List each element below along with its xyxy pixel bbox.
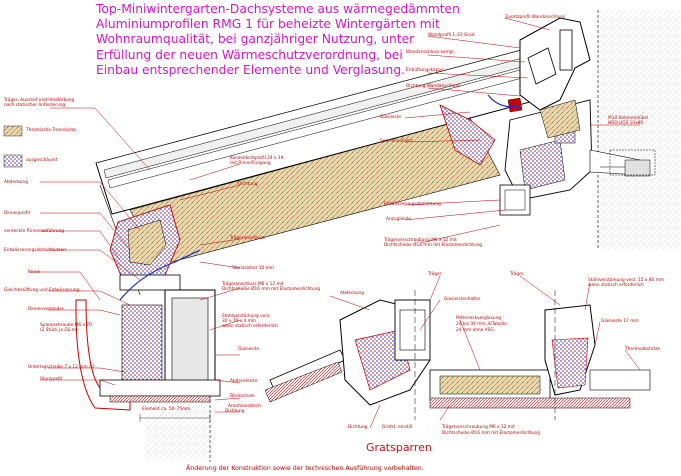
label-entwaesserungsabdichtung: Entwässerungsabdichtung (384, 202, 441, 207)
label-abdeckleiste: Abdeckleiste (230, 379, 258, 384)
label-grat-verglasung-sub: 24 bis 34 mm, K-Tabelle (456, 322, 507, 327)
legend-swatch-thermal (3, 125, 23, 137)
label-rinnenprofil: Rinnenprofil (4, 211, 30, 216)
label-grat-verglasung: Mitteneckverglasung (456, 316, 501, 321)
label-rinnenverbinder: Rinnenverbinder (28, 307, 64, 312)
eaves-gutter-section (75, 204, 221, 422)
label-kanzeldichtprofil: Kanzeldichtprofil 24 x 19 (230, 156, 284, 161)
title-line-5: Einbau entsprechender Elemente und Vergl… (96, 62, 406, 77)
label-grat-glasleistenhalter: Glasleistenhalter (444, 297, 481, 302)
label-grat-traegerverschraubung: Trägerverschraubung M6 x 12 mit (442, 425, 515, 430)
label-grat-stahlverstaerkung: Stahlverstärkung verz. 15 x 80 mm (588, 278, 665, 283)
title-line-1: Top-Miniwintergarten-Dachsysteme aus wär… (96, 2, 460, 16)
ridge-rafter-section (264, 290, 651, 420)
label-grat-dichtung: Dichtung (348, 425, 368, 430)
label-zusatzprofil: Zusatzprofil Wandanschluss (505, 15, 565, 20)
label-belueftung: Gleichbelüftung und Entwässerung (4, 288, 80, 293)
title-line-3: Wohnraumqualität, bei ganzjähriger Nutzu… (96, 32, 415, 47)
label-wandanschluss: Wandanschluss kompl. (406, 50, 455, 55)
label-spannschraube-sub: (2 Stück je Dü.m) (40, 328, 78, 333)
title-line-2: Aluminiumprofilen RMG 1 für beheizte Win… (96, 17, 440, 32)
label-rahmenduebel: M10 Rahmendübel (608, 116, 649, 121)
label-grat-traegerverschraubung-sub: Dichtscheibe Ø16 mm mit Elastomerdichtun… (442, 431, 541, 436)
label-unterlegscheibe: Unterlegscheibe 7 x 12 mm A2 (28, 365, 95, 370)
leader-lines (30, 17, 641, 429)
footer-disclaimer: Änderung der Konstruktion sowie der tech… (186, 465, 424, 472)
label-traeger: Träger, Aussteif und Verstärkung (4, 98, 75, 103)
title-line-4: Erfüllung der neuen Wärmeschutzverordnun… (96, 47, 403, 62)
label-sparrenaufsatz: Sparrenaufsatz (380, 139, 413, 144)
label-grat-thermoabstuetze: Thermoabstütze (625, 347, 661, 352)
wall-section (597, 10, 681, 250)
label-traegeranschluss: Trägeranschluss (230, 236, 265, 241)
label-abdeckung: Abdeckung (4, 180, 28, 185)
label-wandprofil: Wandprofil 1–23 Grad (428, 33, 475, 38)
label-thermal-trennleiste: Thermische Trennleiste (26, 128, 76, 133)
label-rinnenabfuehrung: verdeckte Rinnenabführung (4, 229, 65, 234)
label-ablaufstutzen: Entwässerungsablaufstutzen (4, 248, 66, 253)
label-traegerverschraubung: Trägerverschraubung M6 x 12 mit (384, 238, 457, 243)
label-traegeranschluss-m6: Trägeranschluss M6 x 12 mit (222, 282, 284, 287)
label-stahlverstaerkung-note: wenn statisch erforderlich (222, 324, 278, 329)
label-stahlverstaerkung-dim: 30 x 70 x 4 mm (222, 319, 256, 324)
label-standsicher: Standsicher 10 mm (232, 266, 274, 271)
label-grat-verglasung-sub2: 24 mm ohne VSG (456, 328, 494, 333)
label-sturzprofil: Sturzprofil (40, 377, 63, 382)
label-deckschale: Deckschale (230, 394, 255, 399)
label-grat-traeger-2: Träger (510, 272, 524, 277)
label-grat-traeger-1: Träger (428, 272, 442, 277)
left-post (145, 395, 215, 462)
label-traegerverschraubung-sub: Dichtscheibe Ø16 mm mit Elastomerdichtun… (384, 243, 483, 248)
section-title-gratsparren: Gratsparren (366, 441, 432, 454)
label-grat-stahlverstaerkung-note: wenn statisch erforderlich (588, 283, 644, 288)
legend-swatch-foam (3, 154, 23, 168)
label-dichtung-top: Dichtung (238, 182, 258, 187)
label-dichtung-wand: Dichtung Wandanschluss (406, 84, 460, 89)
wall-anchor (609, 149, 656, 176)
label-traegeranschluss-m6-sub: Dichtscheibe Ø16 mm mit Elastomerdichtun… (222, 287, 321, 292)
label-grat-einstiss: Gratst. einstiß (382, 425, 413, 430)
label-stahlverstaerkung: Stahlverstärkung verz. (222, 314, 271, 319)
label-entlueftungskappe: Entlüftungskappe (406, 68, 444, 73)
label-glasleiste-right: Glasleiste (380, 115, 401, 120)
label-anschlussblech: Anschlussblech (228, 404, 262, 409)
label-glasleiste-left: Glasleiste (238, 347, 259, 352)
label-grat-abdeckung: Abdeckung (340, 291, 364, 296)
label-rahmenduebel-sub: HRD-UGS 10x80 (608, 121, 644, 126)
label-grat-glasleiste: Glasleiste 17 mm (601, 319, 639, 324)
wall-connection-profile (439, 17, 651, 216)
label-traeger-sub: nach statischer Anforderung (4, 103, 66, 108)
drawing-title: Top-Miniwintergarten-Dachsysteme aus wär… (96, 2, 496, 78)
label-anzugleiste: Anzugleiste (386, 217, 411, 222)
label-ausgeschaeumt: ausgeschäumt (26, 158, 58, 163)
label-kanzeldichtprofil-sub: mit Rinne/Freigang (230, 161, 271, 166)
roof-glazing (95, 44, 557, 296)
label-rinne: Rinne (28, 270, 41, 275)
dimension-element: Element ca. 50–75mm (142, 407, 191, 412)
label-spannschraube: Spannschraube M6 x 70 (40, 323, 92, 328)
label-dichtung-bottom: Dichtung (225, 409, 245, 414)
